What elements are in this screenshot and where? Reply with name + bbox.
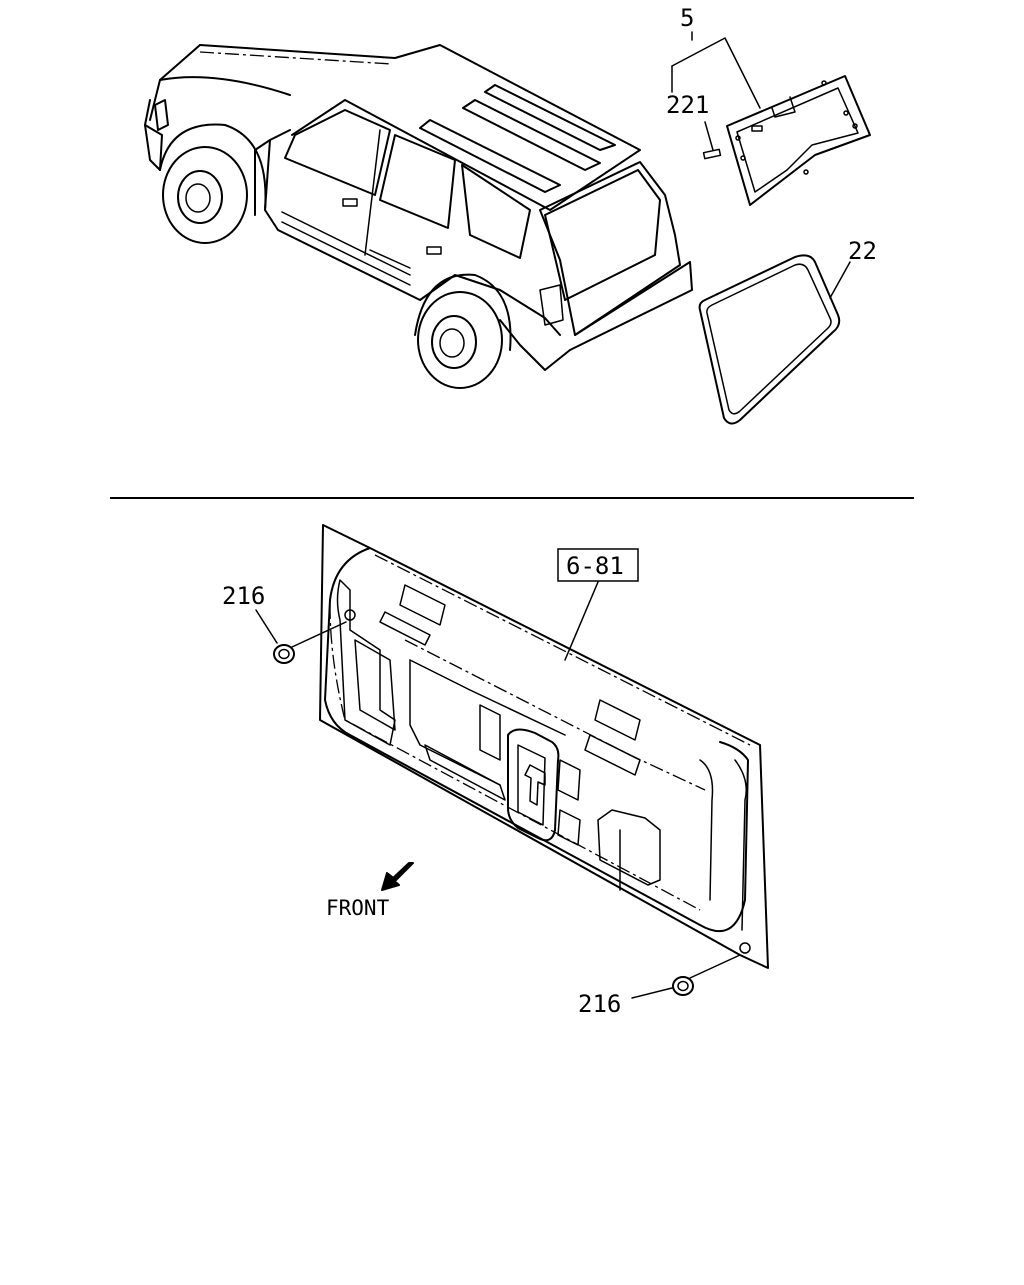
clip-221 bbox=[702, 148, 722, 160]
leader-line-216-bottom-panel bbox=[689, 954, 741, 979]
grommet-216-top bbox=[273, 644, 295, 664]
callout-216-bottom: 216 bbox=[578, 990, 621, 1018]
leader-line-216-top bbox=[255, 609, 278, 644]
rear-window-glass bbox=[726, 75, 871, 206]
leader-lines-5 bbox=[671, 31, 761, 151]
callout-6-81-box bbox=[557, 548, 639, 582]
callout-22: 22 bbox=[848, 237, 877, 265]
callout-221: 221 bbox=[666, 91, 709, 119]
vehicle-illustration bbox=[144, 44, 693, 389]
callout-216-top: 216 bbox=[222, 582, 265, 610]
front-direction-label: FRONT bbox=[326, 896, 390, 920]
leader-line-216-top-panel bbox=[291, 621, 347, 648]
leader-line-216-bottom bbox=[631, 987, 673, 999]
tailgate-trim-panel bbox=[319, 524, 769, 969]
leader-line-6-81 bbox=[564, 581, 599, 661]
weatherstrip-seal bbox=[698, 254, 851, 425]
callout-5: 5 bbox=[680, 4, 694, 32]
grommet-216-bottom bbox=[672, 976, 694, 996]
front-arrow-icon bbox=[381, 862, 414, 891]
callout-6-81: 6-81 bbox=[566, 552, 624, 580]
